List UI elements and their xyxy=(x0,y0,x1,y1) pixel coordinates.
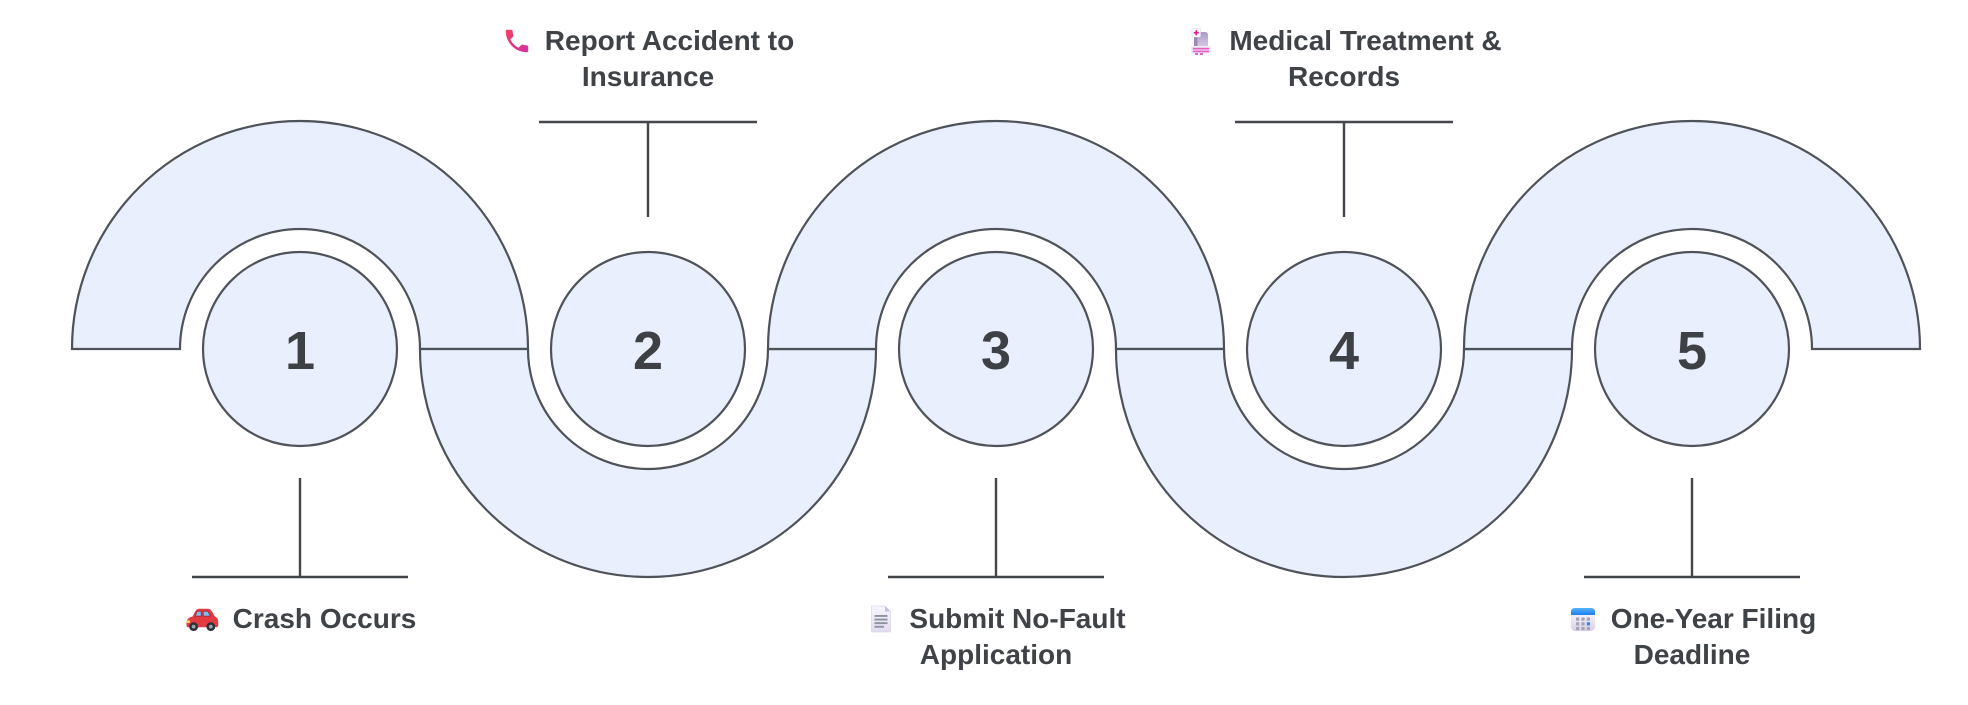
under-band-step-2 xyxy=(418,347,878,579)
step-5-number: 5 xyxy=(1676,321,1708,381)
document-icon xyxy=(871,605,892,633)
calendar-icon xyxy=(1570,608,1595,631)
step-2-number: 2 xyxy=(632,321,664,381)
step-3-label: Submit No-Fault Application xyxy=(776,601,1216,673)
step-5-circle xyxy=(1593,250,1791,448)
hospital-icon xyxy=(1191,28,1212,55)
step-4-circle xyxy=(1245,250,1443,448)
step-3-number: 3 xyxy=(980,321,1012,381)
step-3-circle xyxy=(897,250,1095,448)
arch-band-step-5 xyxy=(1462,119,1922,351)
under-band-step-4 xyxy=(1114,347,1574,579)
step-3-label-line1: Submit No-Fault xyxy=(909,603,1126,634)
step-1-label: Crash Occurs xyxy=(80,601,520,637)
step-2-label-line2: Insurance xyxy=(581,61,715,92)
car-icon xyxy=(186,608,218,631)
step-4-label-line2: Records xyxy=(1287,61,1401,92)
step-4-label: Medical Treatment & Records xyxy=(1124,23,1564,95)
step-4-label-line1: Medical Treatment & xyxy=(1229,25,1502,56)
arch-band-step-1 xyxy=(70,119,530,351)
step-4-number: 4 xyxy=(1328,321,1360,381)
step-2-label-line1: Report Accident to xyxy=(544,25,795,56)
step-3-label-line2: Application xyxy=(919,639,1073,670)
step-5-label: One-Year Filing Deadline xyxy=(1472,601,1912,673)
step-1-circle xyxy=(201,250,399,448)
step-1-number: 1 xyxy=(284,321,316,381)
step-5-label-line1: One-Year Filing xyxy=(1610,603,1817,634)
step-2-circle xyxy=(549,250,747,448)
phone-receiver-icon xyxy=(505,29,529,53)
step-1-label-line1: Crash Occurs xyxy=(232,603,417,634)
step-2-label: Report Accident to Insurance xyxy=(428,23,868,95)
step-5-label-line2: Deadline xyxy=(1633,639,1751,670)
arch-band-step-3 xyxy=(766,119,1226,351)
